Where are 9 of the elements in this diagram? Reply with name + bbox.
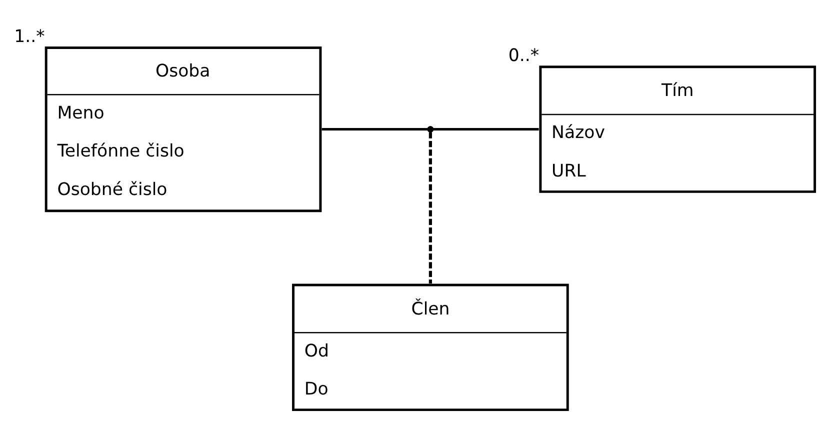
- node-box: Osoba Meno Telefónne čislo Osobné čislo: [44, 46, 322, 212]
- node-point: [427, 126, 434, 133]
- node-label: 0..*: [508, 46, 540, 66]
- connector: [322, 128, 428, 131]
- node-box: Tím Názov URL: [539, 66, 816, 193]
- connector: [428, 132, 432, 284]
- node-label: 1..*: [14, 26, 45, 47]
- connector: [433, 128, 539, 131]
- node-box: Člen Od Do: [292, 284, 569, 412]
